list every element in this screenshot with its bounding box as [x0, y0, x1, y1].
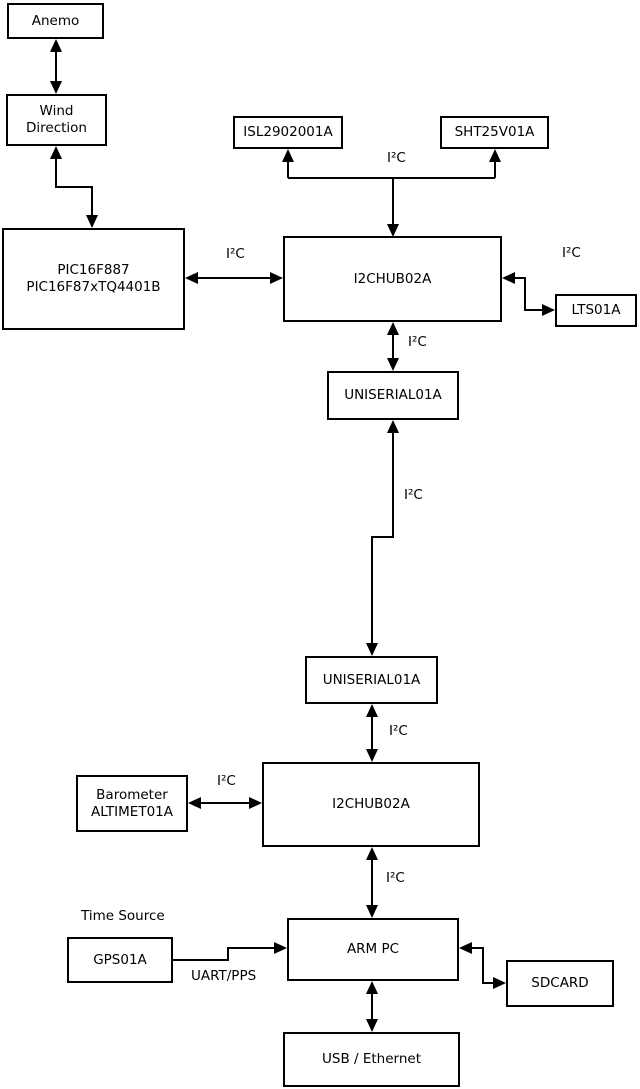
node-pic-label-line1: PIC16F887 — [57, 262, 130, 278]
edge-hub1-lts — [502, 272, 555, 316]
edge-wind-pic — [50, 146, 98, 228]
node-i2c-hub-top-label: I2CHUB02A — [353, 270, 432, 287]
edge-label-i2c-barometer-hub: I²C — [217, 773, 236, 789]
node-gps01a-label: GPS01A — [93, 951, 147, 968]
node-sdcard-label: SDCARD — [531, 975, 589, 991]
node-sht25v01a-label: SHT25V01A — [454, 124, 535, 140]
node-barometer: Barometer ALTIMET01A — [76, 775, 188, 832]
node-uniserial-top-label: UNISERIAL01A — [344, 387, 442, 403]
edge-arm-sdcard — [459, 942, 506, 989]
edge-pic-hub1 — [185, 272, 283, 284]
node-arm-pc-label: ARM PC — [346, 941, 400, 957]
node-anemometer: Anemo — [7, 3, 104, 39]
edge-label-time-source: Time Source — [81, 908, 165, 924]
edge-uni1-uni2 — [366, 420, 399, 656]
node-pic-label-line2: PIC16F87xTQ4401B — [26, 279, 161, 295]
node-uniserial-top: UNISERIAL01A — [327, 371, 459, 420]
edge-label-uart-pps: UART/PPS — [191, 968, 257, 984]
node-lts01a: LTS01A — [555, 294, 637, 327]
node-usb-ethernet: USB / Ethernet — [283, 1032, 460, 1087]
node-wind-direction: Wind Direction — [6, 94, 107, 146]
node-wind-direction-label-line2: Direction — [26, 120, 87, 136]
node-arm-pc: ARM PC — [287, 918, 459, 981]
edge-label-i2c-uniserial-hub: I²C — [389, 723, 408, 739]
node-barometer-label-line1: Barometer — [96, 786, 168, 803]
edge-label-i2c-hub-uniserial: I²C — [408, 334, 427, 350]
node-i2c-hub-bottom: I2CHUB02A — [262, 762, 480, 847]
node-i2c-hub-top: I2CHUB02A — [283, 236, 502, 322]
node-uniserial-bottom-label: UNISERIAL01A — [322, 671, 421, 688]
edge-label-i2c-hub-lts: I²C — [562, 245, 581, 261]
node-isl2902001a-label: ISL2902001A — [243, 124, 333, 140]
node-gps01a: GPS01A — [67, 937, 173, 983]
node-sdcard: SDCARD — [506, 960, 614, 1007]
edge-uni2-hub2 — [366, 704, 378, 762]
node-lts01a-label: LTS01A — [571, 302, 621, 318]
node-sht25v01a: SHT25V01A — [440, 116, 549, 149]
edge-label-i2c-sensor-bus: I²C — [387, 150, 406, 166]
edge-label-i2c-pic-hub: I²C — [226, 246, 245, 262]
edge-baro-hub2 — [188, 797, 262, 809]
edge-label-i2c-uniserial-link: I²C — [404, 487, 423, 503]
node-barometer-label-line2: ALTIMET01A — [91, 803, 173, 820]
node-isl2902001a: ISL2902001A — [233, 116, 343, 149]
edge-hub1-sensor-bus — [282, 149, 501, 237]
edge-hub2-arm — [366, 847, 378, 918]
edge-label-i2c-hub-arm: I²C — [386, 870, 405, 886]
node-pic-microcontroller: PIC16F887 PIC16F87xTQ4401B — [2, 228, 185, 330]
node-wind-direction-label-line1: Wind — [39, 103, 74, 119]
edge-hub1-uni1 — [387, 322, 399, 371]
edge-arm-usb — [366, 981, 378, 1032]
edge-anemo-wind — [50, 39, 62, 94]
node-uniserial-bottom: UNISERIAL01A — [305, 656, 438, 704]
edge-gps-arm — [173, 942, 287, 961]
node-anemometer-label: Anemo — [31, 12, 80, 29]
node-i2c-hub-bottom-label: I2CHUB02A — [332, 796, 410, 812]
node-usb-ethernet-label: USB / Ethernet — [322, 1051, 421, 1067]
